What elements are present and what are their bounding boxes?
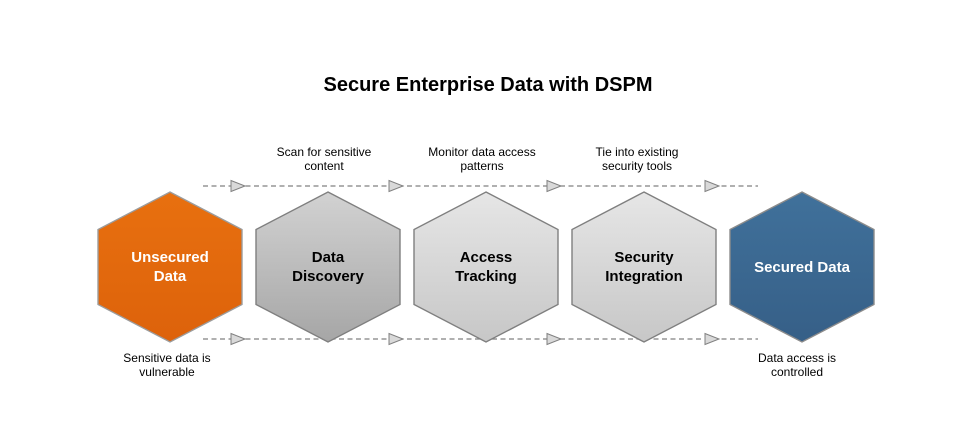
hexagon-data-discovery: Data Discovery bbox=[255, 191, 401, 343]
arrowhead-icon bbox=[704, 179, 721, 193]
hexagon-label: Access Tracking bbox=[455, 249, 517, 285]
arrowhead-icon bbox=[388, 332, 405, 346]
arrow-caption-monitor: Monitor data access patterns bbox=[428, 145, 536, 173]
arrowhead-icon bbox=[546, 179, 563, 193]
arrowhead-icon bbox=[230, 179, 247, 193]
hexagon-secured-data: Secured Data bbox=[729, 191, 875, 343]
arrowhead-icon bbox=[230, 332, 247, 346]
hexagon-label: Unsecured Data bbox=[131, 249, 209, 285]
arrowheads-top bbox=[230, 179, 721, 193]
arrowhead-icon bbox=[546, 332, 563, 346]
hexagon-shape bbox=[255, 191, 401, 343]
hexagon-shape bbox=[97, 191, 243, 343]
footnote-secured: Data access is controlled bbox=[757, 351, 837, 379]
hexagon-shape bbox=[413, 191, 559, 343]
arrow-caption-tie: Tie into existing security tools bbox=[595, 145, 679, 173]
hexagon-access-tracking: Access Tracking bbox=[413, 191, 559, 343]
hexagon-label: Data Discovery bbox=[292, 249, 364, 285]
diagram-title: Secure Enterprise Data with DSPM bbox=[323, 74, 653, 96]
footnote-unsecured: Sensitive data is vulnerable bbox=[123, 351, 211, 379]
arrowheads-bottom bbox=[230, 332, 721, 346]
arrow-caption-scan: Scan for sensitive content bbox=[276, 145, 372, 173]
hexagon-unsecured-data: Unsecured Data bbox=[97, 191, 243, 343]
hexagon-shape bbox=[729, 191, 875, 343]
arrowhead-icon bbox=[388, 179, 405, 193]
hexagon-shape bbox=[571, 191, 717, 343]
hexagon-label: Security Integration bbox=[605, 249, 683, 285]
hexagon-security-integration: Security Integration bbox=[571, 191, 717, 343]
hexagon-label: Secured Data bbox=[754, 258, 850, 276]
arrowhead-icon bbox=[704, 332, 721, 346]
